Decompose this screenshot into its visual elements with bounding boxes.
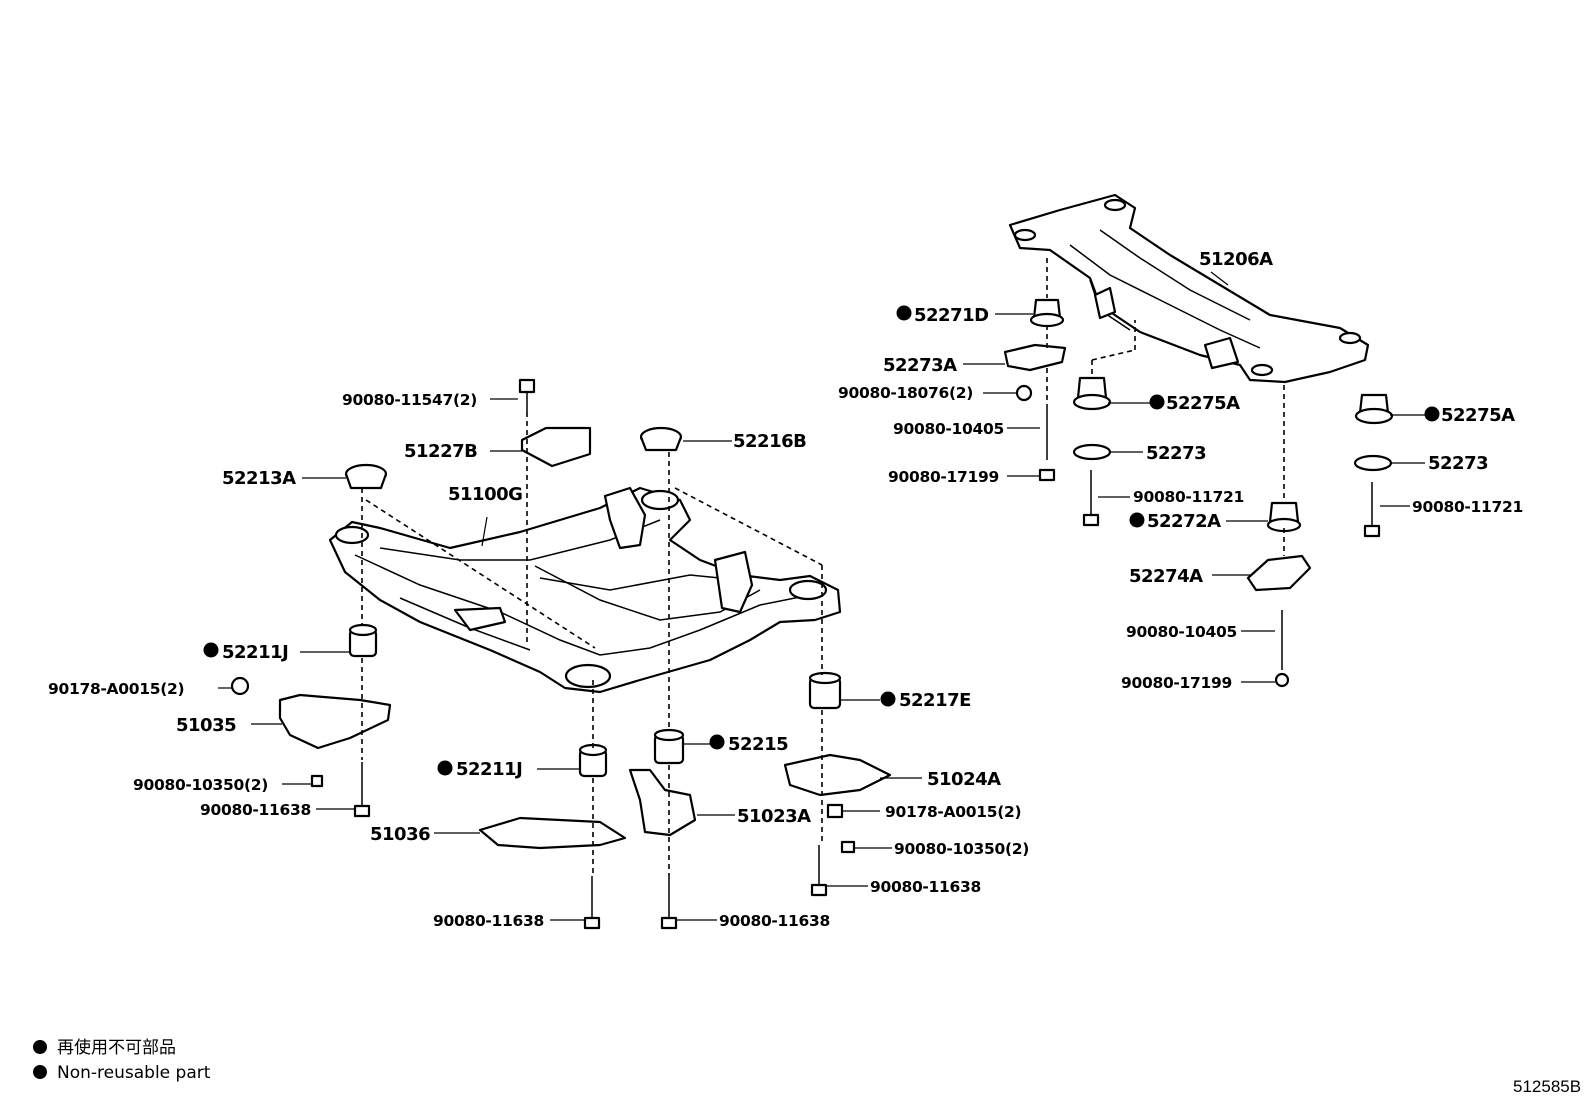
label-51100G: 51100G — [448, 484, 522, 505]
label-52273-right: 52273 — [1428, 453, 1488, 474]
non-reusable-dot — [1129, 512, 1145, 528]
label-90080-10350-left: 90080-10350(2) — [133, 776, 268, 794]
label-90080-11638-b: 90080-11638 — [433, 912, 544, 930]
label-51023A: 51023A — [737, 806, 811, 827]
assembly-lines — [361, 258, 1285, 876]
label-52211J-center: 52211J — [456, 759, 522, 780]
non-reusable-markers — [203, 305, 1440, 776]
label-52275A-left: 52275A — [1166, 393, 1240, 414]
label-51035: 51035 — [176, 715, 236, 736]
rear-crossmember — [1008, 193, 1370, 384]
label-52217E: 52217E — [899, 690, 971, 711]
non-reusable-dot — [880, 691, 896, 707]
front-crossmember — [328, 486, 842, 694]
legend-dot-en — [33, 1065, 47, 1079]
label-52273-left: 52273 — [1146, 443, 1206, 464]
label-52213A: 52213A — [222, 468, 296, 489]
non-reusable-dot — [1149, 394, 1165, 410]
small-parts — [230, 298, 1394, 930]
non-reusable-dot — [203, 642, 219, 658]
label-90080-17199-right: 90080-17199 — [1121, 674, 1232, 692]
label-90178-A0015-right: 90178-A0015(2) — [885, 803, 1021, 821]
label-90080-10405-right: 90080-10405 — [1126, 623, 1237, 641]
non-reusable-dot — [709, 734, 725, 750]
label-90080-11721-left: 90080-11721 — [1133, 488, 1244, 506]
label-52275A-right: 52275A — [1441, 405, 1515, 426]
label-90080-18076: 90080-18076(2) — [838, 384, 973, 402]
non-reusable-dot — [1424, 406, 1440, 422]
label-90080-11547: 90080-11547(2) — [342, 391, 477, 409]
label-90080-10405-left: 90080-10405 — [893, 420, 1004, 438]
label-52273A: 52273A — [883, 355, 957, 376]
leader-lines — [218, 271, 1425, 921]
label-52274A: 52274A — [1129, 566, 1203, 587]
label-90080-11638-c: 90080-11638 — [719, 912, 830, 930]
non-reusable-dot — [896, 305, 912, 321]
legend-text-en: Non-reusable part — [57, 1063, 211, 1083]
label-90080-11638-a: 90080-11638 — [200, 801, 311, 819]
label-52272A: 52272A — [1147, 511, 1221, 532]
label-90080-10350-right: 90080-10350(2) — [894, 840, 1029, 858]
part-labels: 90080-11547(2) 51227B 52216B 52213A 5110… — [48, 249, 1523, 930]
label-90178-A0015-left: 90178-A0015(2) — [48, 680, 184, 698]
label-52215: 52215 — [728, 734, 788, 755]
legend: 再使用不可部品 Non-reusable part — [33, 1037, 211, 1083]
label-51227B: 51227B — [404, 441, 477, 462]
label-51036: 51036 — [370, 824, 430, 845]
label-90080-11638-d: 90080-11638 — [870, 878, 981, 896]
label-52216B: 52216B — [733, 431, 806, 452]
diagram-code: 512585B — [1513, 1077, 1581, 1096]
legend-dot-jp — [33, 1040, 47, 1054]
legend-text-jp: 再使用不可部品 — [57, 1037, 176, 1058]
label-90080-11721-right: 90080-11721 — [1412, 498, 1523, 516]
label-51024A: 51024A — [927, 769, 1001, 790]
non-reusable-dot — [437, 760, 453, 776]
label-52271D: 52271D — [914, 305, 989, 326]
label-52211J-left: 52211J — [222, 642, 288, 663]
label-90080-17199-left: 90080-17199 — [888, 468, 999, 486]
label-51206A: 51206A — [1199, 249, 1273, 270]
